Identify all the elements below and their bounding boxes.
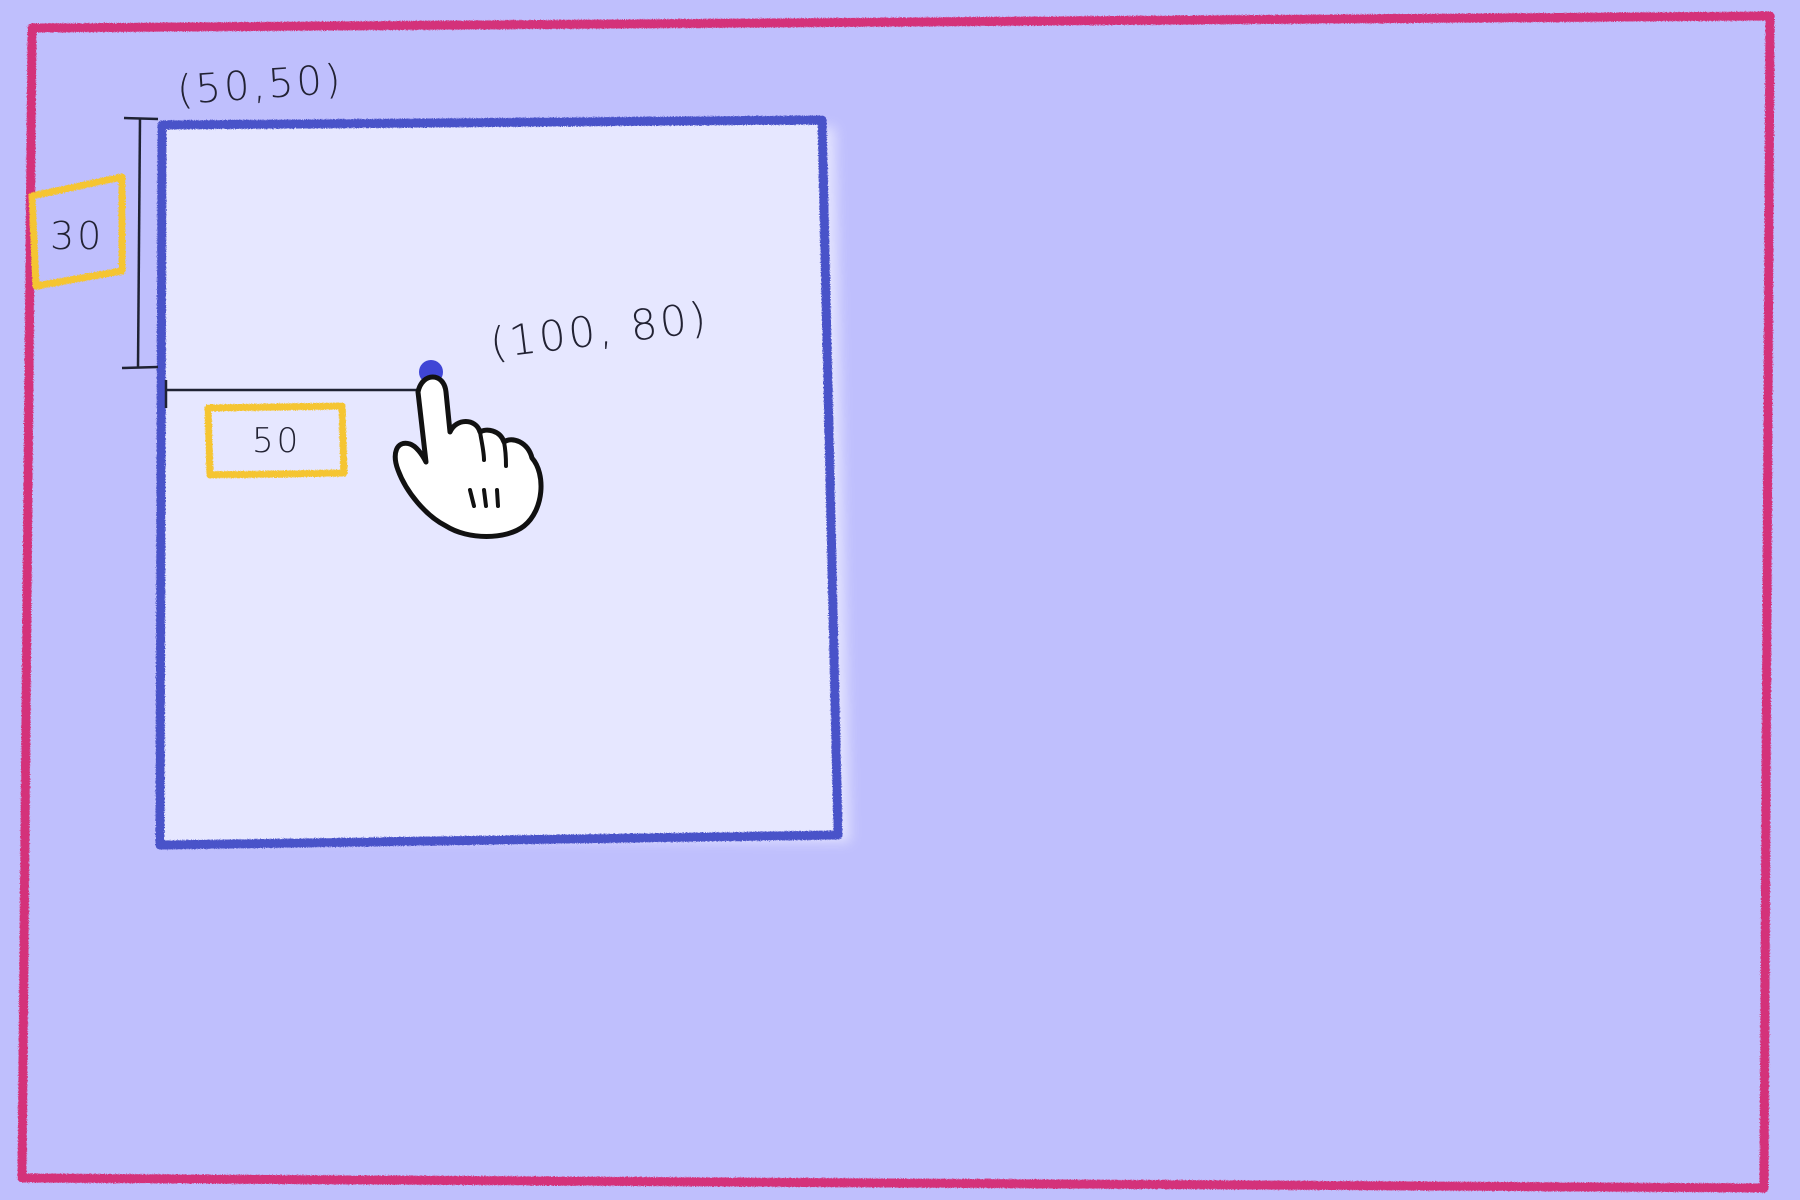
viewport-frame (17, 11, 1775, 1193)
vertical-offset-label: 30 (50, 214, 104, 258)
horizontal-offset-measure (164, 380, 418, 408)
horizontal-offset-label: 50 (252, 421, 301, 461)
vertical-offset-measure (121, 116, 159, 370)
horizontal-offset-label-box: 50 (204, 402, 348, 479)
vertical-offset-label-box: 30 (28, 173, 126, 290)
pointing-hand-icon (392, 374, 544, 539)
origin-coordinate-label: (50,50) (175, 56, 345, 114)
